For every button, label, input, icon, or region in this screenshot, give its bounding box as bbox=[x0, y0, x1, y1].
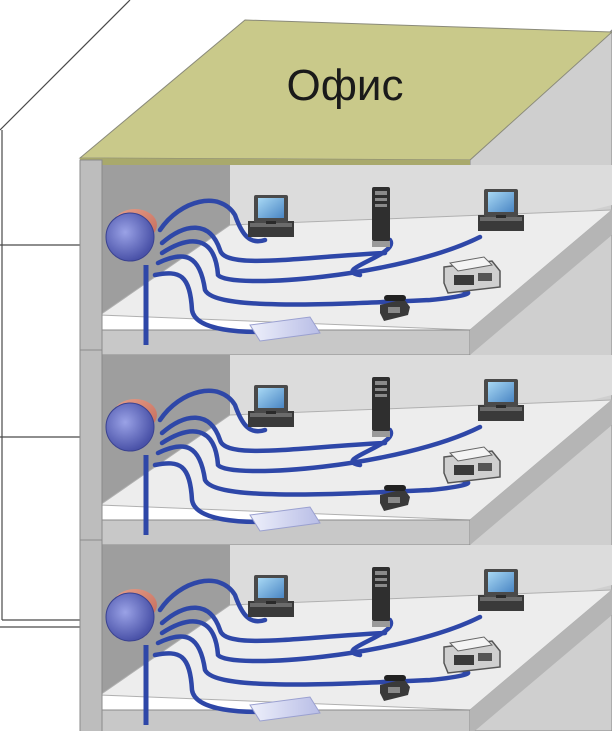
floor-equipment bbox=[105, 377, 524, 535]
computer-icon bbox=[248, 385, 294, 427]
server-icon bbox=[372, 377, 390, 437]
computer-icon bbox=[478, 189, 524, 231]
server-icon bbox=[372, 187, 390, 247]
server-icon bbox=[372, 567, 390, 627]
computer-icon bbox=[248, 195, 294, 237]
roof-label: Офис bbox=[286, 61, 403, 110]
pillar bbox=[79, 349, 103, 546]
switch-icon bbox=[249, 316, 321, 342]
fax-icon bbox=[443, 636, 501, 674]
fax-icon bbox=[443, 256, 501, 294]
hub-icon bbox=[105, 589, 157, 642]
pillar bbox=[79, 539, 103, 731]
slab-side bbox=[470, 590, 612, 731]
outer-outline bbox=[0, 0, 131, 628]
floor-2 bbox=[79, 349, 612, 546]
hub-icon bbox=[105, 399, 157, 452]
floor-equipment bbox=[105, 567, 524, 725]
hub-icon bbox=[105, 209, 157, 262]
slab-side bbox=[470, 400, 612, 545]
switch-icon bbox=[249, 506, 321, 532]
computer-icon bbox=[478, 569, 524, 611]
fax-icon bbox=[443, 446, 501, 484]
floors bbox=[79, 159, 612, 731]
switch-icon bbox=[249, 696, 321, 722]
roof: Офис bbox=[78, 19, 612, 168]
computer-icon bbox=[478, 379, 524, 421]
floor-equipment bbox=[105, 187, 524, 345]
computer-icon bbox=[248, 575, 294, 617]
slab-side bbox=[470, 210, 612, 355]
pillar bbox=[79, 159, 103, 356]
floor-3 bbox=[79, 539, 612, 731]
